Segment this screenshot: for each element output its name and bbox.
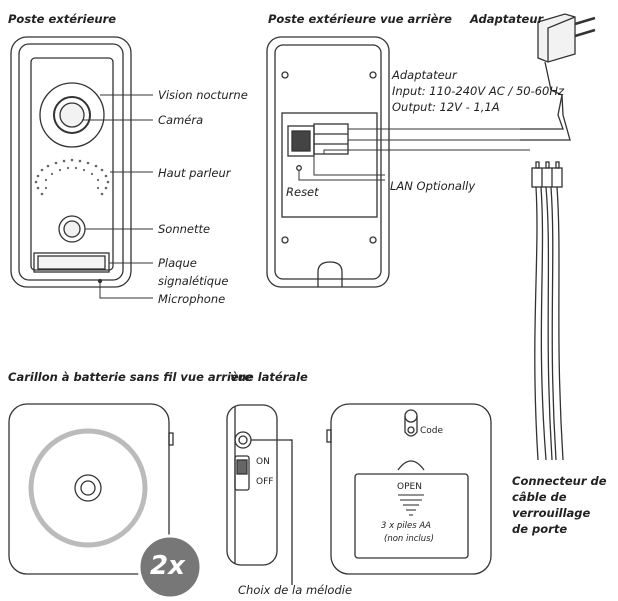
chime-back (326, 403, 492, 575)
label-bell: Sonnette (158, 222, 211, 236)
heading-adapter: Adaptateur (470, 12, 544, 26)
label-connector-3: verrouillage (512, 506, 591, 520)
heading-back: Poste extérieure vue arrière (268, 12, 452, 26)
label-nameplate-2: signalétique (158, 274, 229, 288)
door-lock-connector (531, 161, 564, 461)
label-code: Code (420, 426, 444, 436)
label-batteries: 3 x piles AA (381, 521, 431, 531)
label-off: OFF (256, 477, 274, 487)
adapter (520, 13, 596, 141)
badge (137, 534, 203, 600)
label-open: OPEN (397, 482, 422, 492)
label-adapter-input: Input: 110-240V AC / 50-60Hz (392, 84, 565, 98)
label-adapter-output: Output: 12V - 1,1A (392, 100, 500, 114)
arrow-down-icon (398, 494, 424, 516)
label-connector-1: Connecteur de (512, 474, 607, 488)
label-not-included: (non inclus) (384, 534, 434, 544)
front-unit (10, 36, 132, 288)
label-night-vision: Vision nocturne (158, 88, 248, 102)
label-melody: Choix de la mélodie (238, 583, 353, 597)
chime-front (8, 403, 174, 575)
back-leaders (298, 128, 530, 181)
label-reset: Reset (286, 185, 319, 199)
heading-chime-side: vue latérale (230, 370, 308, 384)
heading-chime-back: Carillon à batterie sans fil vue arrière (8, 370, 253, 384)
label-nameplate-1: Plaque (158, 256, 197, 270)
label-camera: Caméra (158, 113, 204, 127)
speaker-grille (34, 158, 110, 196)
back-unit (266, 36, 390, 288)
label-on: ON (256, 457, 270, 467)
label-connector-2: câble de (512, 490, 567, 504)
label-connector-4: de porte (512, 522, 568, 536)
front-leaders (82, 94, 153, 299)
label-speaker: Haut parleur (158, 166, 231, 180)
badge-text: 2x (150, 551, 185, 581)
label-microphone: Microphone (158, 292, 226, 306)
heading-chime: Carillon à batterie sans fil vue arrière… (8, 370, 308, 384)
label-adapter-title: Adaptateur (392, 68, 457, 82)
label-lan: LAN Optionally (390, 179, 476, 193)
chime-side (226, 404, 293, 585)
heading-front: Poste extérieure (8, 12, 117, 26)
